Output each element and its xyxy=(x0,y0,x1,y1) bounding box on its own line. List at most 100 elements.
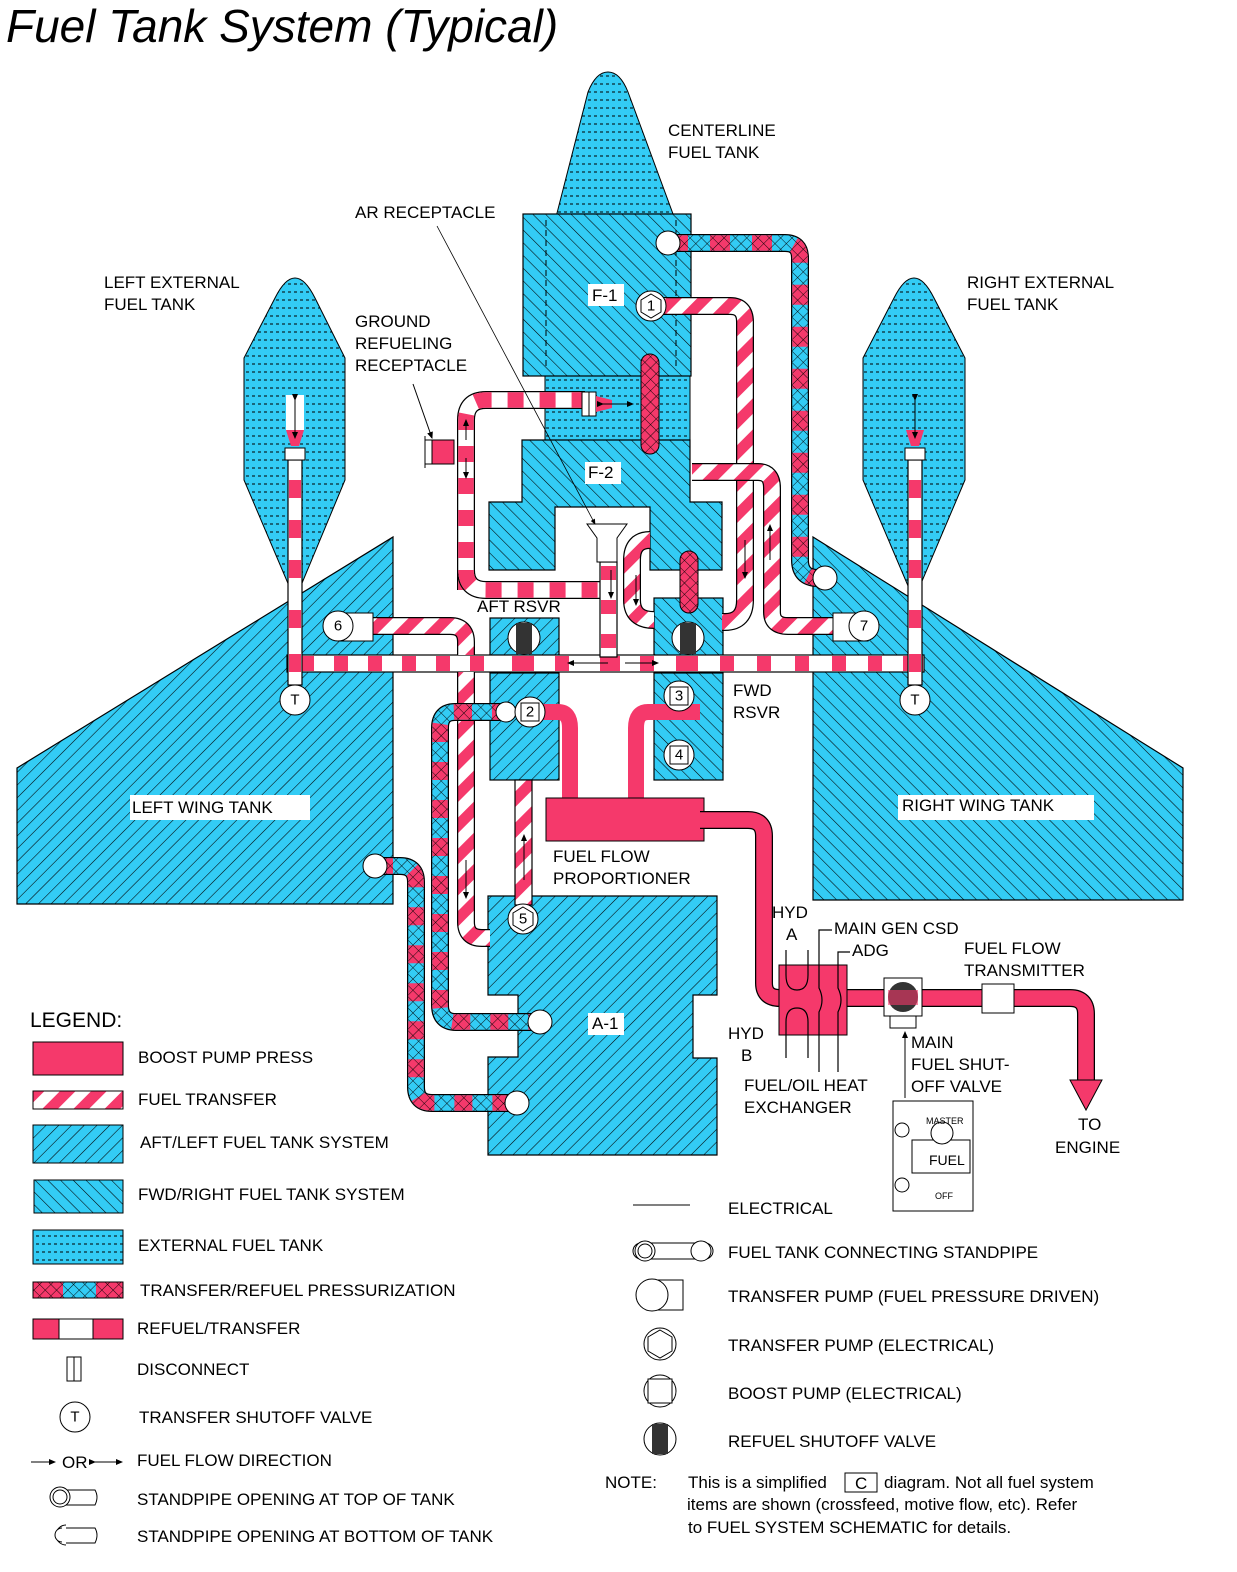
svg-text:diagram. Not all fuel system: diagram. Not all fuel system xyxy=(884,1473,1094,1492)
page-title: Fuel Tank System (Typical) xyxy=(6,0,558,52)
master-fuel-switch-panel[interactable]: MASTER FUEL OFF xyxy=(892,1100,974,1212)
svg-text:FUEL TANK CONNECTING STANDPIPE: FUEL TANK CONNECTING STANDPIPE xyxy=(728,1243,1038,1262)
svg-text:DISCONNECT: DISCONNECT xyxy=(137,1360,249,1379)
svg-text:TRANSFER PUMP (ELECTRICAL): TRANSFER PUMP (ELECTRICAL) xyxy=(728,1336,994,1355)
svg-text:BOOST PUMP (ELECTRICAL): BOOST PUMP (ELECTRICAL) xyxy=(728,1384,962,1403)
refuel-shutoff-valve-aft xyxy=(507,621,541,655)
svg-text:REFUEL SHUTOFF VALVE: REFUEL SHUTOFF VALVE xyxy=(728,1432,936,1451)
pressurization-swatch xyxy=(32,1281,124,1299)
fwd-rsvr-label: FWD xyxy=(733,681,772,700)
svg-text:to FUEL SYSTEM SCHEMATIC for d: to FUEL SYSTEM SCHEMATIC for details. xyxy=(688,1518,1011,1537)
external-tank-swatch xyxy=(32,1229,124,1265)
fuel-transfer-swatch xyxy=(32,1090,124,1110)
svg-text:STANDPIPE OPENING AT BOTTOM OF: STANDPIPE OPENING AT BOTTOM OF TANK xyxy=(137,1527,494,1546)
boost-pump-press-swatch xyxy=(32,1041,124,1076)
to-engine-label: TO xyxy=(1078,1115,1101,1134)
svg-text:FUEL: FUEL xyxy=(929,1152,965,1168)
fuel-oil-heat-exchanger xyxy=(778,964,848,1036)
svg-text:TRANSFER PUMP (FUEL PRESSURE D: TRANSFER PUMP (FUEL PRESSURE DRIVEN) xyxy=(728,1287,1099,1306)
svg-text:MASTER: MASTER xyxy=(926,1116,964,1126)
legend-title: LEGEND: xyxy=(30,1009,122,1032)
svg-text:RSVR: RSVR xyxy=(733,703,780,722)
boost-pump-3: 3 xyxy=(663,680,695,712)
svg-text:OFF: OFF xyxy=(935,1191,953,1201)
svg-text:C: C xyxy=(855,1474,867,1493)
svg-text:ENGINE: ENGINE xyxy=(1055,1138,1120,1157)
svg-text:RECEPTACLE: RECEPTACLE xyxy=(355,356,467,375)
ground-refueling-label: GROUND xyxy=(355,312,431,331)
svg-text:7: 7 xyxy=(860,618,868,635)
svg-text:STANDPIPE OPENING AT TOP OF TA: STANDPIPE OPENING AT TOP OF TANK xyxy=(137,1490,455,1509)
svg-text:AFT/LEFT FUEL TANK SYSTEM: AFT/LEFT FUEL TANK SYSTEM xyxy=(140,1133,389,1152)
svg-text:FUEL FLOW DIRECTION: FUEL FLOW DIRECTION xyxy=(137,1451,332,1470)
svg-text:EXTERNAL FUEL TANK: EXTERNAL FUEL TANK xyxy=(138,1236,324,1255)
main-gen-csd-label: MAIN GEN CSD xyxy=(834,919,959,938)
refuel-transfer-swatch xyxy=(32,1318,124,1340)
svg-text:4: 4 xyxy=(675,747,683,764)
svg-text:OR: OR xyxy=(62,1453,88,1472)
hyd-a-label: HYD xyxy=(772,903,808,922)
transfer-pump-electrical-icon xyxy=(643,1327,677,1361)
svg-text:2: 2 xyxy=(526,704,534,721)
heat-exchanger-label: FUEL/OIL HEAT xyxy=(744,1076,868,1095)
aft-left-tank-swatch xyxy=(32,1124,124,1164)
adg-label: ADG xyxy=(852,941,889,960)
svg-text:TRANSFER/REFUEL PRESSURIZATION: TRANSFER/REFUEL PRESSURIZATION xyxy=(140,1281,455,1300)
transfer-pump-6: 6 xyxy=(322,610,374,642)
left-external-label: LEFT EXTERNAL xyxy=(104,273,240,292)
svg-text:1: 1 xyxy=(647,298,655,315)
aft-rsvr-lower xyxy=(489,672,560,781)
main-fuel-shutoff-label: MAIN xyxy=(911,1033,954,1052)
transfer-pump-5: 5 xyxy=(507,903,539,935)
f2-label: F-2 xyxy=(588,463,614,482)
fuel-flow-transmitter xyxy=(981,983,1015,1014)
transfer-shutoff-valve-right: T xyxy=(899,684,931,716)
svg-text:FUEL TANK: FUEL TANK xyxy=(668,143,760,162)
transfer-pump-fuel-icon xyxy=(635,1278,684,1312)
standpipe-bottom-icon xyxy=(54,1524,98,1546)
svg-text:REFUEL/TRANSFER: REFUEL/TRANSFER xyxy=(137,1319,300,1338)
svg-text:FUEL TANK: FUEL TANK xyxy=(104,295,196,314)
left-wing-tank xyxy=(16,535,394,905)
refuel-shutoff-valve-fwd xyxy=(671,621,705,655)
f1-label: F-1 xyxy=(592,286,618,305)
note-label: NOTE: xyxy=(605,1473,657,1492)
fuel-flow-transmitter-label: FUEL FLOW xyxy=(964,939,1061,958)
svg-text:T: T xyxy=(910,692,919,709)
transfer-shutoff-valve-left: T xyxy=(279,684,311,716)
boost-line-pump2 xyxy=(540,704,578,800)
svg-text:TRANSFER SHUTOFF VALVE: TRANSFER SHUTOFF VALVE xyxy=(139,1408,372,1427)
right-wing-tank xyxy=(812,535,1184,901)
svg-text:FUEL TRANSFER: FUEL TRANSFER xyxy=(138,1090,277,1109)
svg-text:FUEL SHUT-: FUEL SHUT- xyxy=(911,1055,1010,1074)
hyd-b-label: HYD xyxy=(728,1024,764,1043)
centerline-label: CENTERLINE xyxy=(668,121,776,140)
svg-text:B: B xyxy=(741,1046,752,1065)
boost-pump-2: 2 xyxy=(514,696,546,728)
svg-text:OFF VALVE: OFF VALVE xyxy=(911,1077,1002,1096)
svg-text:TRANSMITTER: TRANSMITTER xyxy=(964,961,1085,980)
svg-text:6: 6 xyxy=(334,618,342,635)
fuel-flow-proportioner xyxy=(545,797,705,842)
svg-text:FWD/RIGHT FUEL TANK SYSTEM: FWD/RIGHT FUEL TANK SYSTEM xyxy=(138,1185,405,1204)
standpipe-top-icon xyxy=(49,1486,98,1508)
to-engine-arrow xyxy=(1069,1079,1103,1112)
svg-text:PROPORTIONER: PROPORTIONER xyxy=(553,869,691,888)
note-boxed-c xyxy=(844,1472,878,1493)
fuel-flow-proportioner-label: FUEL FLOW xyxy=(553,847,650,866)
svg-text:EXCHANGER: EXCHANGER xyxy=(744,1098,852,1117)
flow-direction-icon: OR xyxy=(31,1453,123,1472)
svg-text:BOOST PUMP PRESS: BOOST PUMP PRESS xyxy=(138,1048,313,1067)
right-external-label: RIGHT EXTERNAL xyxy=(967,273,1114,292)
svg-text:REFUELING: REFUELING xyxy=(355,334,452,353)
svg-text:A: A xyxy=(786,925,798,944)
boost-pump-4: 4 xyxy=(663,739,695,771)
aft-rsvr-label: AFT RSVR xyxy=(477,597,561,616)
svg-text:items are shown (crossfeed, mo: items are shown (crossfeed, motive flow,… xyxy=(687,1495,1078,1514)
disconnect-icon xyxy=(66,1356,82,1382)
svg-text:ELECTRICAL: ELECTRICAL xyxy=(728,1199,833,1218)
a1-label: A-1 xyxy=(592,1014,618,1033)
note-text: This is a simplified xyxy=(688,1473,827,1492)
fwd-right-tank-swatch xyxy=(33,1179,124,1214)
